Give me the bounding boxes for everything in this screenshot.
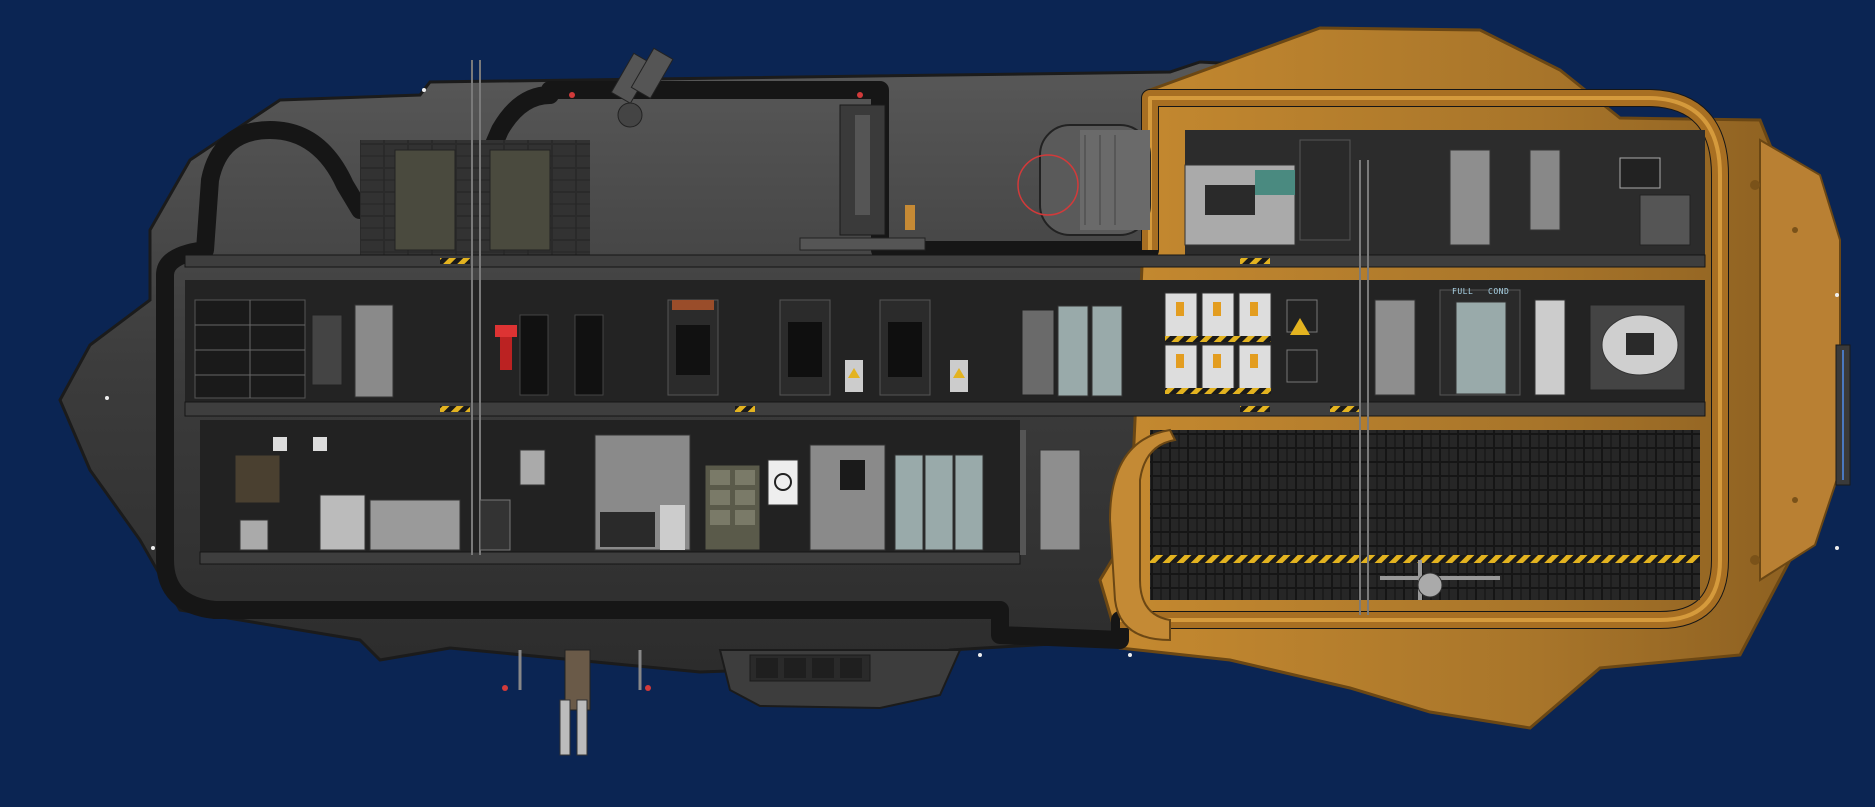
floor-middle <box>184 401 1706 417</box>
oxygen-tank-shelf[interactable] <box>1021 305 1123 397</box>
cabinet[interactable] <box>519 314 604 396</box>
engine-room-machinery[interactable] <box>1184 139 1351 246</box>
kitchen-stove[interactable] <box>319 494 366 551</box>
navigation-terminal[interactable] <box>1529 149 1561 231</box>
surgical-machine[interactable] <box>809 444 886 551</box>
fan-vent-icon <box>273 437 327 451</box>
locker-icon[interactable] <box>1039 449 1081 551</box>
tank-label-full: FULL <box>1452 287 1473 296</box>
junction-box[interactable] <box>1286 299 1318 383</box>
tank-label-cond: COND <box>1488 287 1509 296</box>
armor-bulge <box>1108 428 1177 642</box>
sonar-monitor[interactable] <box>1619 157 1661 189</box>
hull-lights <box>105 88 1839 657</box>
supercapacitor-bank[interactable] <box>1164 292 1272 394</box>
nav-lights <box>502 92 863 691</box>
terminal[interactable] <box>479 499 511 551</box>
ladder-right[interactable] <box>1359 160 1369 615</box>
warning-sign-icon <box>845 360 968 392</box>
floor-lower <box>199 551 1021 565</box>
medical-fabricator[interactable] <box>879 299 931 396</box>
pressure-frame <box>156 81 1729 649</box>
fire-extinguisher-icon[interactable] <box>500 330 512 370</box>
toilet[interactable] <box>239 519 269 551</box>
biohazard-icon <box>767 459 799 506</box>
reactor-icon[interactable] <box>1534 299 1686 396</box>
floor-upper <box>184 254 1706 268</box>
storage-shelves[interactable] <box>194 299 306 399</box>
water-tank[interactable]: FULL COND <box>1439 287 1521 396</box>
medicine-cabinet[interactable] <box>704 464 761 551</box>
electrical-cabinet[interactable] <box>519 449 546 486</box>
medical-station[interactable] <box>594 434 691 551</box>
notice-board <box>234 454 281 504</box>
locker-icon[interactable] <box>354 304 394 398</box>
kitchen-cabinet[interactable] <box>369 499 461 551</box>
door-icon[interactable] <box>1020 430 1026 555</box>
captain-chair[interactable] <box>1639 194 1691 246</box>
docking-clamp-icon[interactable] <box>518 649 642 756</box>
ladder-left[interactable] <box>471 60 481 555</box>
fabricator[interactable] <box>667 299 719 396</box>
deconstructor[interactable] <box>779 299 831 396</box>
turret-icon[interactable] <box>1039 124 1151 236</box>
fuse-box[interactable] <box>311 314 343 386</box>
periscope-icon[interactable] <box>610 47 674 128</box>
locker-icon[interactable] <box>1374 299 1416 396</box>
oxygen-generator[interactable] <box>894 454 984 551</box>
ballast-tank <box>1150 430 1700 600</box>
locker-icon[interactable] <box>1449 149 1491 246</box>
selection-ring-icon <box>1017 154 1079 216</box>
